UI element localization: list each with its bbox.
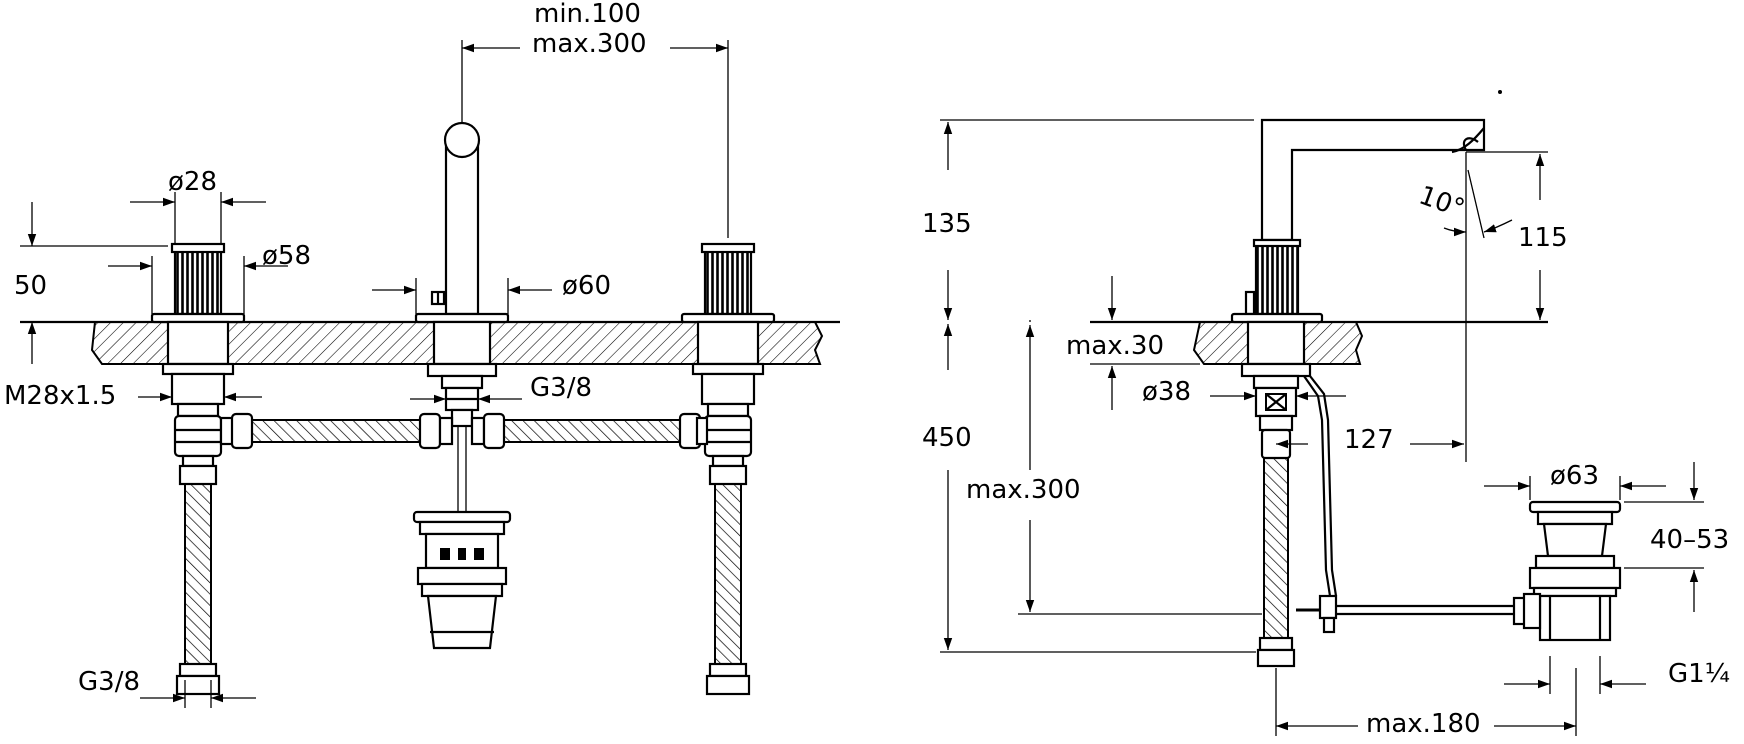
label-min-100: min.100 bbox=[534, 0, 641, 29]
connecting-hose bbox=[219, 412, 709, 450]
left-handle-valve bbox=[150, 242, 246, 696]
label-d60: ø60 bbox=[562, 271, 611, 301]
front-spout bbox=[414, 121, 510, 512]
label-d28: ø28 bbox=[168, 167, 217, 197]
label-h50: 50 bbox=[14, 271, 47, 301]
label-m28: M28x1.5 bbox=[4, 381, 116, 411]
label-h115: 115 bbox=[1518, 223, 1568, 253]
label-d38: ø38 bbox=[1142, 377, 1191, 407]
label-max30: max.30 bbox=[1066, 331, 1164, 361]
right-handle-valve bbox=[680, 242, 776, 696]
label-d63: ø63 bbox=[1550, 461, 1599, 491]
label-d58: ø58 bbox=[262, 241, 311, 271]
side-popup-rod bbox=[1296, 375, 1514, 634]
side-dimensions bbox=[940, 90, 1704, 736]
side-tap-body bbox=[1230, 118, 1486, 668]
label-max180: max.180 bbox=[1366, 709, 1481, 739]
side-view: 135 115 10° max.30 ø38 450 max.300 127 ø… bbox=[922, 90, 1730, 739]
label-r40-53: 40–53 bbox=[1650, 525, 1729, 555]
label-max-300-top: max.300 bbox=[532, 29, 647, 59]
front-drain bbox=[412, 510, 512, 650]
label-h135: 135 bbox=[922, 209, 972, 239]
label-g114: G1¼ bbox=[1668, 659, 1730, 689]
front-view: min.100 max.300 ø28 ø58 ø60 50 M28x1.5 G… bbox=[4, 0, 840, 708]
label-ang10: 10° bbox=[1415, 181, 1469, 225]
label-g38-left: G3/8 bbox=[78, 667, 140, 697]
front-dimensions bbox=[20, 40, 729, 708]
label-h450: 450 bbox=[922, 423, 972, 453]
side-drain bbox=[1512, 500, 1622, 642]
label-g38-center: G3/8 bbox=[530, 373, 592, 403]
label-l127: 127 bbox=[1344, 425, 1394, 455]
label-max300-side: max.300 bbox=[966, 475, 1081, 505]
